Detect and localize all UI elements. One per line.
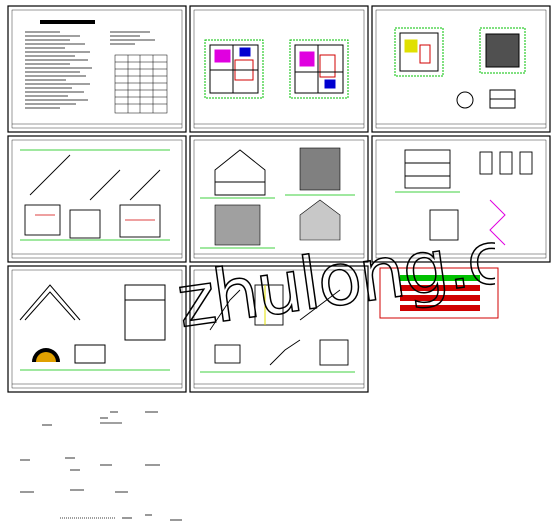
sheet-roof-section-details (7, 265, 187, 393)
sheet-roof-plan-details (371, 5, 551, 133)
sheet-elevations-render (189, 135, 369, 263)
sheet-elevation-details (371, 135, 551, 263)
sheet-design-notes (7, 5, 187, 133)
sheet-title-block (379, 267, 499, 319)
sheet-floor-plans (189, 5, 369, 133)
sheet-stair-sections (7, 135, 187, 263)
bottom-notes (20, 411, 182, 521)
sheet-section-details (189, 265, 369, 393)
